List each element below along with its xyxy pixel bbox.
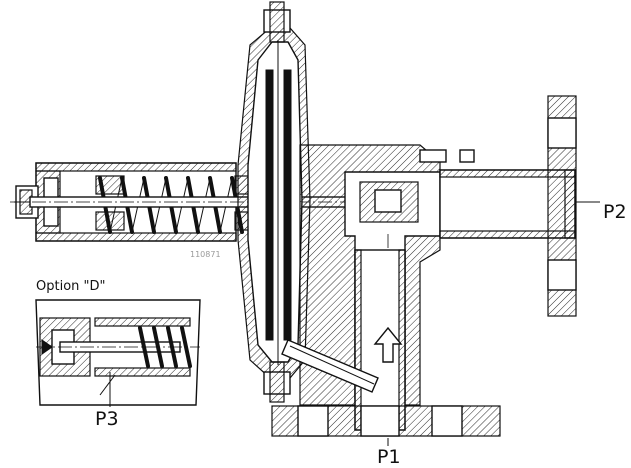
p1-label: P1 bbox=[377, 446, 401, 468]
diaphragm-housing bbox=[237, 1, 311, 403]
option-d-inset bbox=[35, 299, 201, 406]
outlet-pipe bbox=[419, 95, 577, 317]
p3-label: P3 bbox=[95, 408, 119, 430]
inlet-pipe bbox=[271, 249, 501, 437]
impulse-line bbox=[281, 339, 379, 393]
p2-label: P2 bbox=[603, 201, 627, 223]
drawing-number: 110871 bbox=[190, 250, 221, 259]
option-d-label: Option "D" bbox=[36, 279, 106, 294]
up-arrow-icon bbox=[373, 326, 403, 363]
